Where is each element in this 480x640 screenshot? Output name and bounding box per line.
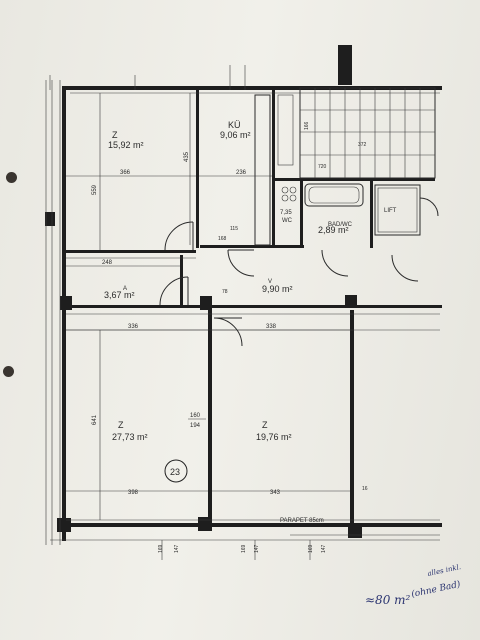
dim-door-2: 194 xyxy=(190,423,201,429)
room-labels: Z 15,92 m² KÜ 9,06 m² BAD/WC 2,89 m² Z 2… xyxy=(104,120,397,442)
tick-label-3: 169 xyxy=(241,544,247,553)
bathtub xyxy=(304,183,364,207)
staircase xyxy=(299,45,436,179)
dim-lower-right-h: 16 xyxy=(362,486,368,492)
tick-label-4: 147 xyxy=(254,544,260,553)
room-v-area: 9,90 m² xyxy=(262,284,293,294)
handwritten-note-bottom: (ohne Bad) xyxy=(410,579,462,600)
handwritten-note-top: alles inkl. xyxy=(427,563,462,578)
bottom-tick-labels: 169 147 169 147 169 147 xyxy=(158,544,327,553)
room-a-label: A xyxy=(123,286,127,292)
dim-height-left: 559 xyxy=(92,184,98,195)
dim-hall-left: 248 xyxy=(102,260,113,266)
unit-number-circle xyxy=(164,459,188,483)
room-z-lower-right-label: Z xyxy=(262,420,268,430)
dimension-labels: 366 236 248 336 338 398 343 559 641 435 … xyxy=(92,121,368,524)
tick-label-2: 147 xyxy=(174,544,180,553)
dim-kitchen-height: 435 xyxy=(184,151,190,162)
punch-hole-top xyxy=(6,172,17,183)
tick-label-5: 169 xyxy=(308,544,314,553)
lift-shaft xyxy=(374,184,421,236)
dim-wc-h: 168 xyxy=(218,236,227,242)
dim-door-1: 160 xyxy=(190,413,201,419)
room-z-lower-right-area: 19,76 m² xyxy=(256,432,292,442)
dim-height-left-lower: 641 xyxy=(92,414,98,425)
dimension-lines xyxy=(50,93,440,541)
room-bath-label: BAD/WC xyxy=(328,222,353,228)
inner-walls xyxy=(66,88,442,525)
room-z-upper-label: Z xyxy=(112,130,118,140)
top-tick-marks xyxy=(49,65,311,560)
tick-label-6: 147 xyxy=(321,544,327,553)
dim-mid-left: 336 xyxy=(128,324,139,330)
dim-wc-w: 115 xyxy=(230,226,238,232)
wall-outlines xyxy=(45,80,440,545)
handwritten-note: ≈80 m² alles inkl. (ohne Bad) xyxy=(365,563,462,607)
dim-bottom-right: 343 xyxy=(270,490,281,496)
parapet-label: PARAPET 85cm xyxy=(280,518,324,524)
dim-top-left: 366 xyxy=(120,170,131,176)
room-v-label: V xyxy=(268,279,272,285)
wc-label: WC xyxy=(282,218,293,224)
dim-bottom-left: 398 xyxy=(128,490,139,496)
door-swings xyxy=(159,197,439,347)
room-z-lower-left-label: Z xyxy=(118,420,124,430)
lift-label: LIFT xyxy=(384,208,397,214)
outer-walls xyxy=(45,86,442,541)
room-z-upper-area: 15,92 m² xyxy=(108,140,144,150)
dim-stair-a: 372 xyxy=(358,142,367,148)
dim-stair-c: 166 xyxy=(304,121,310,130)
room-a-area: 3,67 m² xyxy=(104,290,135,300)
kitchen-counter xyxy=(254,94,297,246)
room-kitchen-label: KÜ xyxy=(228,120,241,130)
punch-hole-bottom xyxy=(3,366,14,377)
unit-number: 23 xyxy=(170,467,180,477)
dim-top-right: 236 xyxy=(236,170,247,176)
handwritten-area: ≈80 m² xyxy=(365,593,411,607)
room-z-lower-left-area: 27,73 m² xyxy=(112,432,148,442)
room-kitchen-area: 9,06 m² xyxy=(220,130,251,140)
dim-stair-b: 720 xyxy=(318,164,327,170)
room-bath-area: 2,89 m² xyxy=(318,225,349,235)
tick-label-1: 169 xyxy=(158,544,164,553)
dim-mid-right: 338 xyxy=(266,324,277,330)
dim-hall-w: 78 xyxy=(222,289,228,295)
wc-number: 7,35 xyxy=(280,210,292,216)
